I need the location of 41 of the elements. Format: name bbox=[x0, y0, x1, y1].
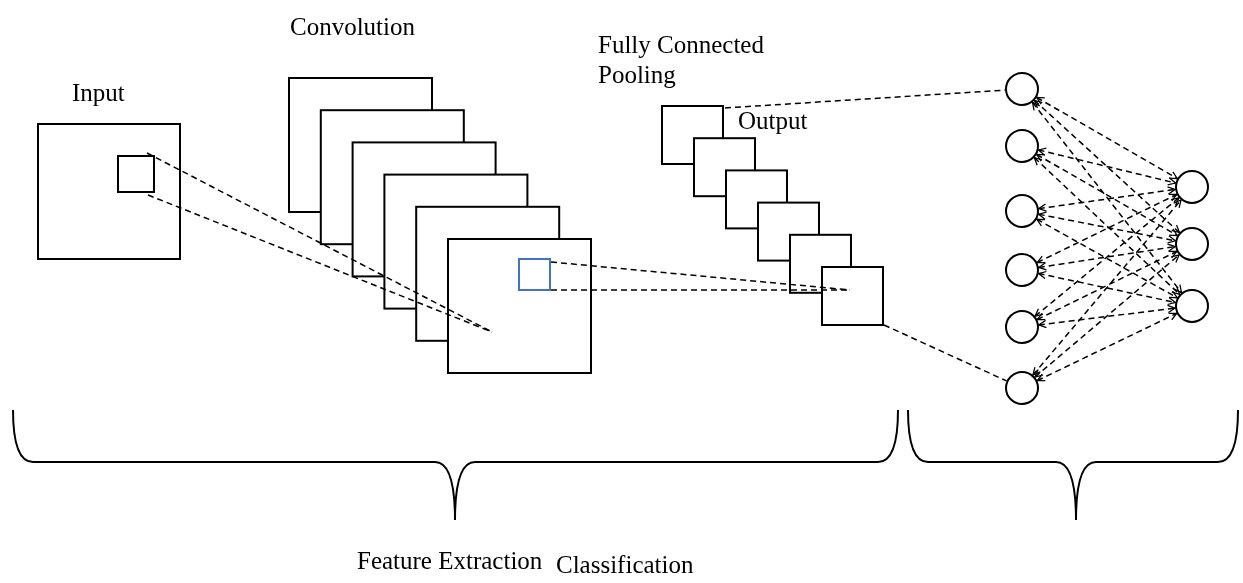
dashed-arrow bbox=[1034, 197, 1180, 317]
layer-label: Classification bbox=[556, 552, 694, 577]
dashed-arrow bbox=[1034, 254, 1180, 378]
dashed-arrow bbox=[1036, 218, 1178, 299]
dashed-arrow bbox=[1031, 101, 1183, 294]
layer-label: Fully Connected bbox=[598, 32, 764, 57]
dashed-arrow bbox=[1038, 243, 1176, 271]
dashed-arrow bbox=[1036, 312, 1178, 382]
neuron-circle bbox=[1175, 227, 1209, 261]
dashed-arrow bbox=[1037, 211, 1177, 244]
dashed-arrow bbox=[1037, 147, 1177, 186]
dashed-line bbox=[147, 194, 493, 333]
neuron-circle bbox=[1005, 129, 1039, 163]
layer-label: Output bbox=[738, 108, 808, 133]
dashed-arrow bbox=[1038, 304, 1176, 329]
neuron-circle bbox=[1005, 253, 1039, 287]
layer-label: Input bbox=[72, 80, 125, 105]
dashed-arrow bbox=[1036, 153, 1178, 237]
dashed-arrow bbox=[1032, 199, 1182, 376]
neuron-circle bbox=[1005, 310, 1039, 344]
kernel-window bbox=[518, 258, 551, 291]
dashed-line bbox=[146, 152, 493, 333]
input-image-box bbox=[37, 123, 181, 260]
dashed-arrow bbox=[1037, 270, 1177, 306]
neuron-circle bbox=[1175, 170, 1209, 204]
neuron-circle bbox=[1005, 72, 1039, 106]
neuron-circle bbox=[1175, 289, 1209, 323]
dashed-line bbox=[724, 89, 1006, 109]
layer-label: Convolution bbox=[290, 14, 415, 39]
dashed-arrow bbox=[1038, 186, 1176, 212]
dashed-arrow bbox=[1036, 250, 1178, 321]
dashed-arrow bbox=[1033, 99, 1181, 234]
layer-label: Feature Extraction bbox=[357, 548, 543, 573]
dashed-arrow bbox=[1036, 193, 1178, 264]
dashed-arrow bbox=[1036, 96, 1178, 180]
dashed-arrow bbox=[1033, 156, 1181, 296]
neuron-circle bbox=[1005, 194, 1039, 228]
neuron-circle bbox=[1005, 371, 1039, 405]
kernel-window bbox=[117, 155, 155, 193]
dashed-line bbox=[883, 324, 1008, 382]
layer-label: Pooling bbox=[598, 62, 676, 87]
